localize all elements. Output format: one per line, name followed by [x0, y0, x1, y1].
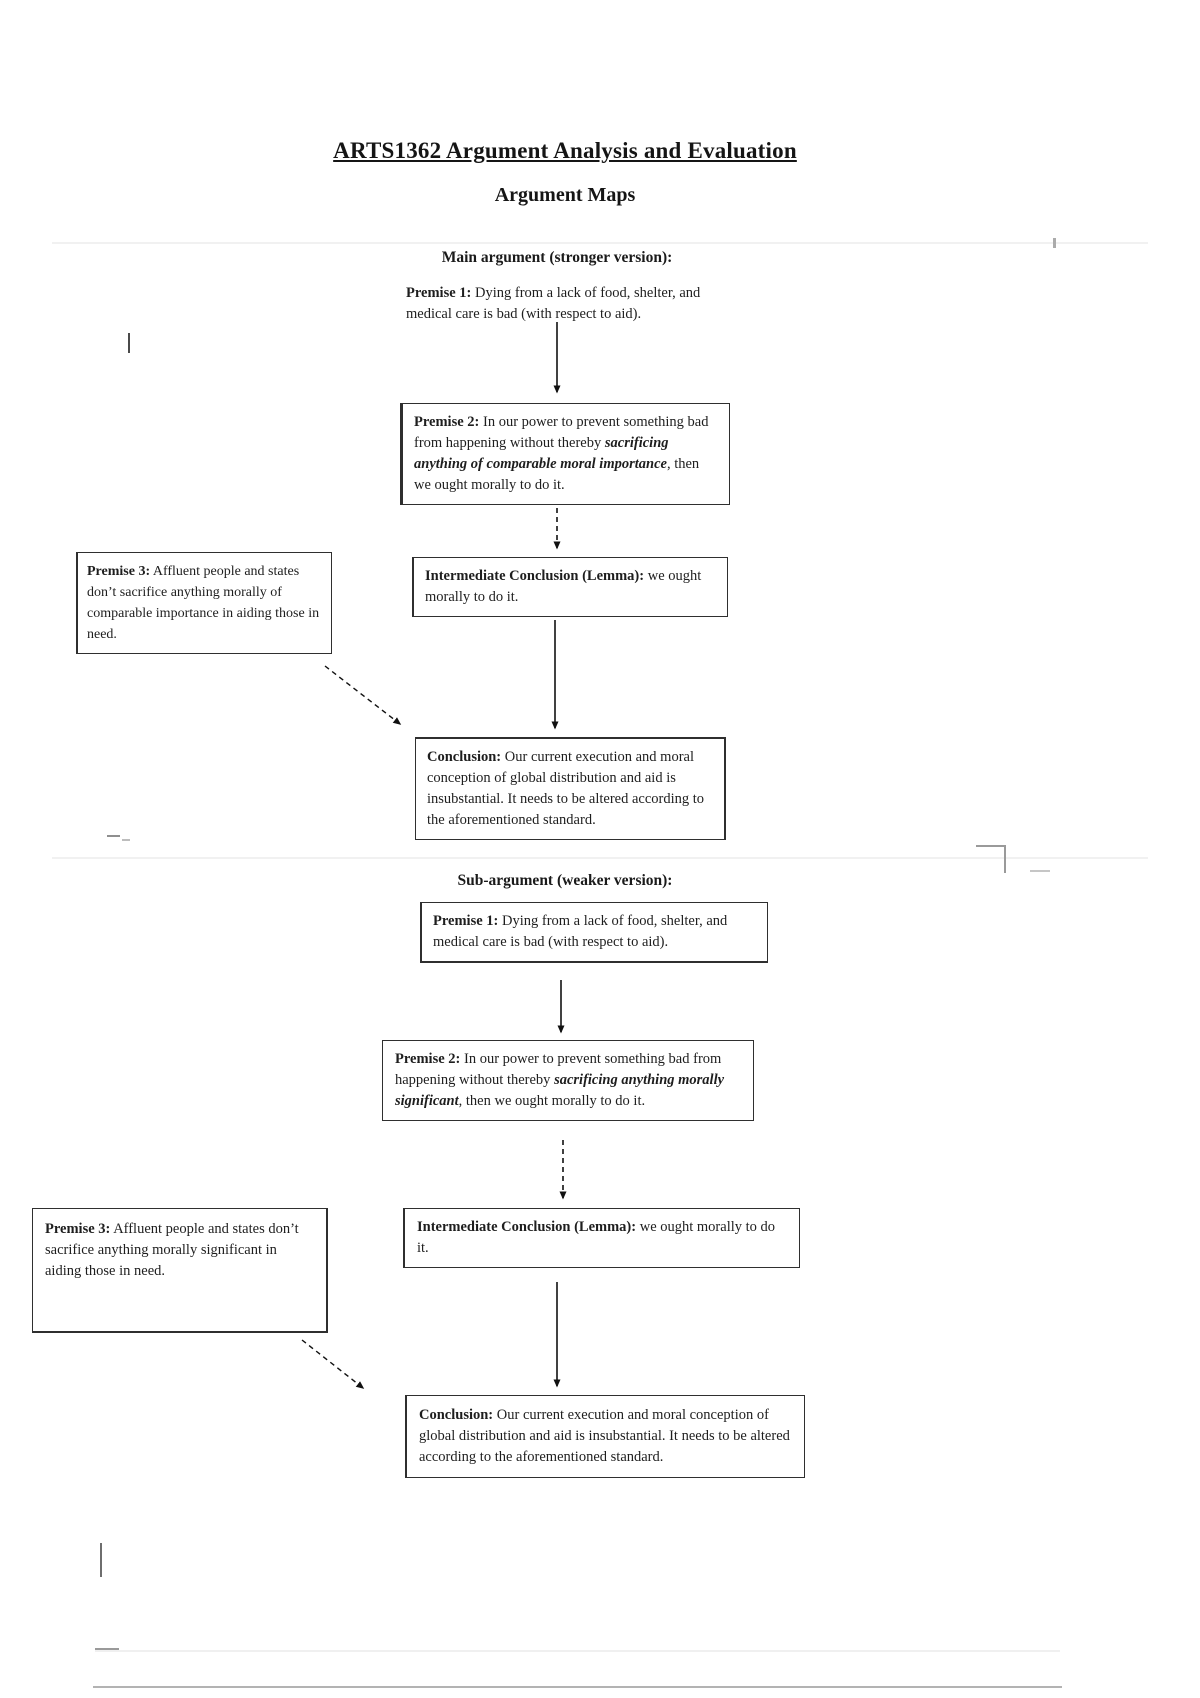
scan-artifact-bracket: [1004, 845, 1006, 873]
sub-conclusion-label: Conclusion:: [419, 1407, 494, 1423]
main-premise2-label: Premise 2:: [414, 414, 480, 430]
main-premise2-body-before: In our power to prevent something bad fr…: [414, 414, 709, 451]
scan-artifact-dash: [107, 835, 120, 837]
main-premise3-box: Premise 3: Affluent people and states do…: [76, 552, 332, 654]
main-conclusion-label: Conclusion:: [427, 749, 502, 765]
document-title: ARTS1362 Argument Analysis and Evaluatio…: [333, 138, 797, 163]
sub-premise1-box: Premise 1: Dying from a lack of food, sh…: [420, 902, 768, 963]
sub-premise1-label: Premise 1:: [433, 913, 499, 929]
sub-premise1-body: Dying from a lack of food, shelter, and …: [433, 913, 728, 950]
sub-conclusion-box: Conclusion: Our current execution and mo…: [405, 1395, 805, 1478]
main-premise1-text: Premise 1: Dying from a lack of food, sh…: [406, 283, 736, 325]
main-argument-heading: Main argument (stronger version):: [441, 249, 673, 266]
scan-artifact-tick: [1030, 870, 1050, 872]
sub-premise2-box: Premise 2: In our power to prevent somet…: [382, 1040, 754, 1121]
main-premise3-body: Affluent people and states don’t sacrifi…: [87, 564, 320, 642]
sub-premise3-box: Premise 3: Affluent people and states do…: [32, 1208, 328, 1333]
scan-artifact-dash: [95, 1648, 119, 1650]
sub-premise2-label: Premise 2:: [395, 1051, 461, 1067]
main-premise1-label: Premise 1:: [406, 285, 472, 301]
sub-lemma-body: we ought morally to do it.: [417, 1219, 776, 1256]
page-break-line-top: [52, 242, 1148, 244]
arrow-sub-premise3-to-conclusion: [301, 1339, 365, 1389]
main-premise1-body: Dying from a lack of food, shelter, and …: [406, 285, 701, 322]
sub-premise3-label: Premise 3:: [45, 1221, 111, 1237]
scan-artifact-tick: [1053, 238, 1056, 248]
scan-artifact-bar: [100, 1543, 102, 1577]
scan-artifact-bracket: [976, 845, 1006, 847]
sub-lemma-box: Intermediate Conclusion (Lemma): we ough…: [403, 1208, 800, 1268]
main-lemma-box: Intermediate Conclusion (Lemma): we ough…: [412, 557, 728, 617]
scan-artifact-bar: [128, 333, 130, 353]
arrow-main-premise3-to-conclusion: [324, 665, 402, 725]
main-lemma-label: Intermediate Conclusion (Lemma):: [425, 568, 645, 584]
page-bottom-line: [95, 1650, 1060, 1652]
document-subtitle: Argument Maps: [494, 184, 636, 206]
page-bottom-edge: [93, 1686, 1062, 1688]
main-premise2-emphasis: sacrificing anything of comparable moral…: [414, 435, 669, 472]
main-conclusion-body: Our current execution and moral concepti…: [427, 749, 705, 828]
sub-premise2-body-before: In our power to prevent something bad fr…: [395, 1051, 722, 1088]
sub-premise2-emphasis: sacrificing anything morally significant: [395, 1072, 725, 1109]
sub-premise2-body-after: , then we ought morally to do it.: [458, 1093, 646, 1109]
sub-conclusion-body: Our current execution and moral concepti…: [419, 1407, 790, 1465]
main-conclusion-box: Conclusion: Our current execution and mo…: [415, 737, 726, 840]
main-premise2-box: Premise 2: In our power to prevent somet…: [400, 403, 730, 505]
main-lemma-body: we ought morally to do it.: [425, 568, 702, 605]
sub-lemma-label: Intermediate Conclusion (Lemma):: [417, 1219, 637, 1235]
scan-artifact-dash: [122, 839, 130, 841]
page-break-line-middle: [52, 857, 1148, 859]
sub-argument-heading: Sub-argument (weaker version):: [457, 872, 673, 889]
main-premise3-label: Premise 3:: [87, 564, 151, 579]
sub-premise3-body: Affluent people and states don’t sacrifi…: [45, 1221, 299, 1279]
main-premise2-body-after: , then we ought morally to do it.: [414, 456, 700, 493]
